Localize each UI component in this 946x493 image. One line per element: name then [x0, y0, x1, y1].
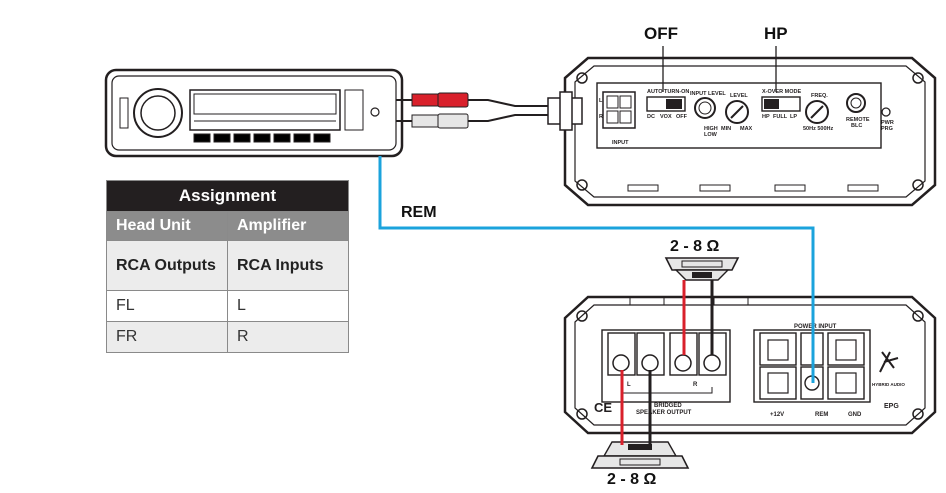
auto-opt-vox: VOX — [660, 114, 672, 120]
speaker-output-label: SPEAKER OUTPUT — [636, 410, 692, 416]
input-level-button — [694, 97, 716, 119]
xover-opt-lp: LP — [790, 114, 797, 120]
input-connector — [547, 91, 636, 131]
prg-label: PRG — [881, 126, 893, 132]
table-row: FR R — [106, 321, 349, 353]
input-side-r: R — [599, 114, 603, 120]
table-cell: FR — [106, 321, 228, 353]
freq-label: FREQ. — [811, 93, 828, 99]
rem-wire — [378, 156, 815, 383]
blc-label: BLC — [851, 123, 862, 129]
table-cell: R — [227, 321, 349, 353]
speaker-bottom — [590, 441, 690, 469]
low-label: LOW — [704, 132, 718, 138]
impedance-top-label: 2 - 8 Ω — [670, 238, 720, 255]
bridged-label: BRIDGED — [654, 403, 682, 409]
min-label: MIN — [721, 126, 731, 132]
model-label: EPG — [884, 403, 899, 410]
input-label: INPUT — [612, 140, 629, 146]
off-label: OFF — [644, 24, 678, 43]
remote-jack — [846, 93, 866, 113]
freq-range-label: 50Hz 500Hz — [803, 126, 834, 132]
high-label: HIGH — [704, 126, 718, 132]
brand-label: HYBRID AUDIO — [872, 382, 905, 387]
ch-l-label: L — [627, 382, 631, 388]
column-header-amplifier: Amplifier — [227, 211, 349, 241]
rem-label: REM — [401, 204, 437, 221]
amp-bottom-panel-text: POWER INPUT SPEAKER OUTPUT BRIDGED +12V … — [594, 324, 905, 418]
column-header-head-unit: Head Unit — [106, 211, 228, 241]
table-cell: L — [227, 290, 349, 322]
assignment-table: Assignment Head Unit Amplifier RCA Outpu… — [106, 180, 349, 353]
amplifier-top — [547, 46, 937, 207]
input-level-label: INPUT LEVEL — [690, 91, 726, 97]
table-title: Assignment — [106, 180, 349, 212]
hp-label: HP — [764, 24, 788, 43]
ch-r-label: R — [693, 382, 698, 388]
freq-knob — [805, 100, 829, 124]
plus12v-label: +12V — [770, 412, 784, 418]
xover-opt-hp: HP — [762, 114, 770, 120]
table-cell: FL — [106, 290, 228, 322]
level-label: LEVEL — [730, 93, 748, 99]
level-knob — [725, 100, 749, 124]
rca-plug-white — [411, 113, 469, 129]
rca-cables — [396, 92, 548, 129]
amp-top-panel-text: AUTO TURN-ON DC VOX OFF INPUT LEVEL HIGH… — [599, 89, 894, 146]
gnd-label: GND — [848, 412, 862, 418]
impedance-bottom-label: 2 - 8 Ω — [607, 471, 657, 488]
table-row: FL L — [106, 290, 349, 322]
ce-mark: CE — [594, 400, 612, 415]
table-cell: RCA Outputs — [106, 240, 228, 291]
remote-label: REMOTE — [846, 117, 870, 123]
pwr-led — [881, 107, 891, 117]
max-label: MAX — [740, 126, 753, 132]
xover-mode-label: X-OVER MODE — [762, 89, 801, 95]
head-unit — [104, 68, 404, 158]
power-terminals — [759, 332, 865, 400]
auto-opt-dc: DC — [647, 114, 655, 120]
speaker-wires — [620, 280, 714, 445]
xover-opt-full: FULL — [773, 114, 788, 120]
speaker-top — [664, 257, 740, 281]
auto-opt-off: OFF — [676, 114, 688, 120]
rca-plug-red — [411, 92, 469, 108]
input-side-l: L — [599, 98, 603, 104]
table-cell: RCA Inputs — [227, 240, 349, 291]
brand-logo-icon — [879, 351, 899, 373]
pwr-label: PWR — [881, 120, 894, 126]
table-row: RCA Outputs RCA Inputs — [106, 240, 349, 291]
auto-turn-on-label: AUTO TURN-ON — [647, 89, 689, 95]
power-input-label: POWER INPUT — [794, 324, 837, 330]
rem-terminal-label: REM — [815, 412, 828, 418]
